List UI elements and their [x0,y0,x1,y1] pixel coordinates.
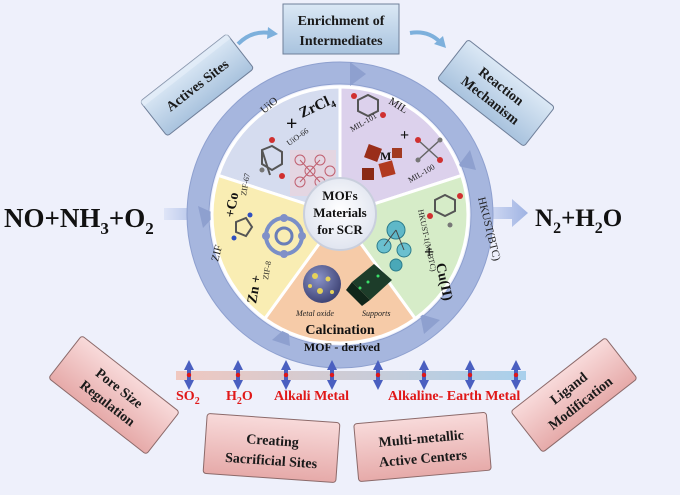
mil-100-molecule-icon [415,137,443,163]
uio-plus-label: + [286,113,297,135]
curved-arrow-right-head-icon [434,36,446,48]
center-line3: for SCR [317,222,363,237]
sacrificial-sites-box: Creating Sacrificial Sites [202,413,341,483]
enrichment-label-line2: Intermediates [299,34,383,49]
ring-arrow-left-icon [198,206,216,228]
multimetal-label-line1: Multi-metallic [378,428,465,450]
curved-arrow-left-head-icon [267,27,278,39]
center-hub: MOFs Materials for SCR [303,177,377,251]
multi-metallic-box: Multi-metallic Active Centers [353,412,492,482]
curved-arrow-left-icon [236,30,271,46]
zif-67-label: ZIF-67 [239,172,252,196]
center-line1: MOFs [322,188,357,203]
poison-arrows [184,360,521,390]
enrichment-label-line1: Enrichment of [298,14,385,29]
poison-arrow-icon [511,360,521,390]
poison-bar [176,371,526,380]
calcination-label: Calcination [305,323,374,338]
zif-8-label: ZIF-8 [261,260,273,280]
poison-arrow-icon [373,360,383,390]
mil-cluster-icon [362,144,402,180]
metal-oxide-label: Metal oxide [295,309,334,318]
mil-molecule-icon [351,93,386,118]
poison-arrow-icon [233,360,243,390]
poison-alkali: Alkali Metal [274,389,349,404]
supports-icon [346,264,392,306]
poison-arrow-icon [419,360,429,390]
ring-arrow-bottomright-icon [420,314,440,334]
zif-metal2-label: Zn + [245,274,265,305]
poison-arrow-icon [184,360,194,390]
poison-so2: SO2 [176,389,200,407]
metal-oxide-ball-icon [303,265,341,303]
ring-arrow-right-icon [458,150,476,170]
mof-derived-label: MOF - derived [304,340,381,354]
sacrificial-label-line1: Creating [246,432,300,451]
ring-arrow-top-icon [350,62,366,86]
enrichment-box: Enrichment of Intermediates [282,3,400,55]
poison-arrow-icon [327,360,337,390]
zif-imidazole-icon [231,212,254,241]
hkust-plus-label: + [424,242,434,262]
zif-metal1-label: +Co [223,191,242,218]
hkust-molecule-icon [427,193,463,228]
hkust-crystal-icon [376,220,412,272]
mil-metal-label: M [380,149,391,163]
mil-plus-label: + [400,127,409,144]
poison-labels: SO2 H2O Alkali Metal Alkaline- Earth Met… [176,389,520,407]
ligand-modification-box: Ligand Modification [511,338,637,452]
sacrificial-label-line2: Sacrificial Sites [225,451,319,472]
reactants-left: NO+NH3+O2 [4,203,154,238]
poison-arrow-icon [281,360,291,390]
uio-molecule-icon [259,137,285,179]
poison-alkaline-earth: Alkaline- Earth Metal [388,389,520,404]
center-line2: Materials [313,205,366,220]
zif-name-label: ZIF [209,244,225,263]
curved-arrow-right-icon [409,30,442,44]
products-right: N2+H2O [535,205,622,237]
zif-crystal-icon [262,214,306,258]
poison-h2o: H2O [226,389,253,407]
poison-arrow-icon [465,360,475,390]
pore-size-box: Pore Size Regulation [49,336,179,454]
supports-label: Supports [362,309,390,318]
reaction-mechanism-box: Reaction Mechanism [437,40,555,146]
output-arrow-icon [478,199,528,227]
svg-text:NO+NH3+O2: NO+NH3+O2 [4,203,154,238]
svg-text:N2+H2O: N2+H2O [535,205,622,237]
